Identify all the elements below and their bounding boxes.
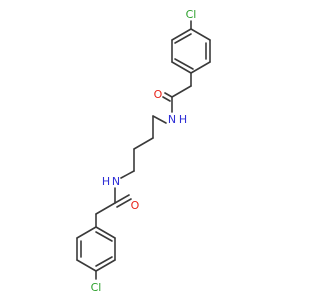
lower-c-o-double-bond-a (114, 194, 130, 204)
nitrogen-atom-bottom: N (112, 175, 120, 188)
nitrogen-atom-top: N (168, 113, 176, 126)
upper-c-o-double-bond-b (162, 96, 171, 102)
molecule-structure: Cl O N H H N O Cl (76, 8, 211, 294)
chlorine-atom-top: Cl (186, 8, 197, 21)
atom-labels: Cl O N H H N O Cl (91, 8, 197, 294)
hydrogen-atom-top: H (179, 113, 187, 126)
lower-c-o-double-bond-b (116, 198, 132, 208)
upper-benzene-ring (171, 28, 211, 74)
chain-bond-1 (152, 115, 167, 124)
oxygen-atom-top: O (154, 88, 163, 101)
chain-bond-3 (133, 137, 154, 150)
bonds (76, 20, 211, 280)
lower-carbonyl-ch2-bond (95, 202, 116, 215)
upper-ch2-carbonyl-bond (171, 85, 192, 98)
chlorine-atom-bottom: Cl (91, 281, 102, 294)
upper-c-o-double-bond-a (164, 92, 173, 98)
hydrogen-atom-bottom: H (102, 175, 110, 188)
oxygen-atom-bottom: O (131, 199, 140, 212)
lower-benzene-ring (76, 226, 116, 272)
chain-bond-5 (120, 170, 135, 179)
